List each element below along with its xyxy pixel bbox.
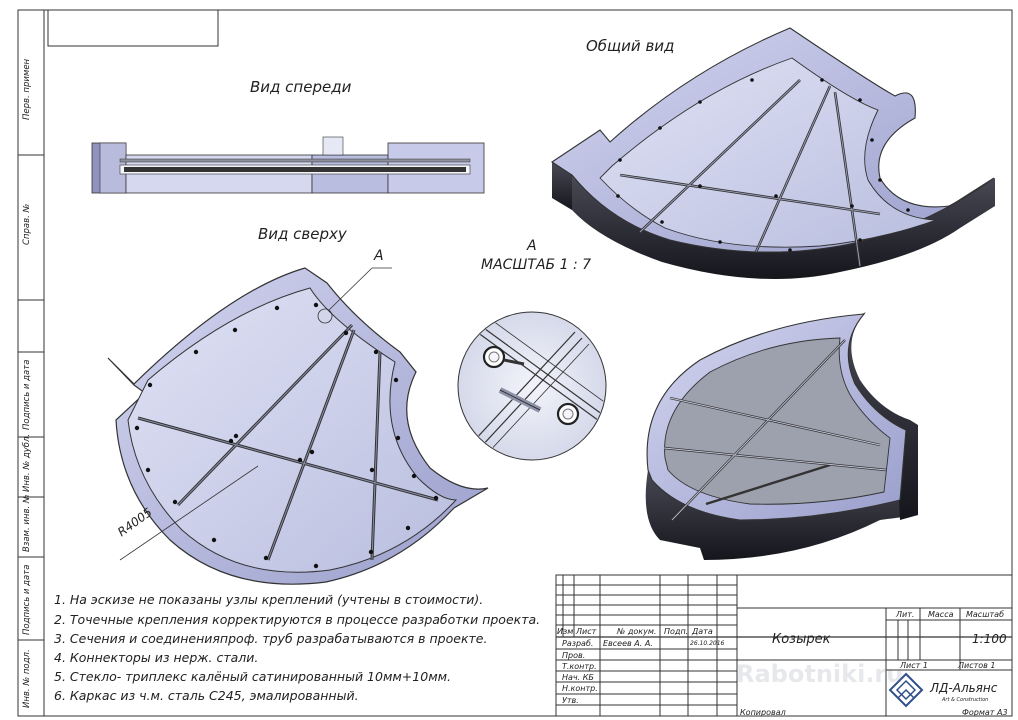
tb-razrab-date: 26.10.2016 bbox=[690, 640, 725, 647]
tb-row-nach: Нач. КБ bbox=[562, 673, 594, 682]
note-1: 1. На эскизе не показаны узлы креплений … bbox=[54, 592, 484, 607]
front-view-title: Вид спереди bbox=[250, 78, 352, 96]
tb-row-utv: Утв. bbox=[562, 696, 579, 705]
tb-header-izm: Изм bbox=[557, 627, 574, 636]
detail-title: A bbox=[527, 238, 537, 254]
tb-row-razrab: Разраб. bbox=[562, 639, 594, 648]
side-label-podp-data-1: Подпись и дата bbox=[22, 359, 32, 430]
side-label-sprav-no: Справ. № bbox=[22, 203, 32, 245]
tb-header-list: Лист bbox=[576, 627, 597, 636]
tb-header-data: Дата bbox=[692, 627, 713, 636]
tb-sheets: Листов 1 bbox=[958, 661, 996, 670]
side-label-vzam-inv: Взам. инв. № bbox=[22, 494, 32, 552]
top-view bbox=[107, 267, 489, 585]
detail-marker-letter: A bbox=[374, 248, 384, 264]
side-strip-dividers bbox=[18, 154, 44, 641]
side-label-podp-data-2: Подпись и дата bbox=[22, 564, 32, 635]
outer-frame bbox=[17, 9, 1013, 717]
side-label-inv-podl: Инв. № подл. bbox=[22, 649, 32, 708]
tb-lit: Лит. bbox=[896, 610, 915, 619]
company-logo bbox=[888, 672, 924, 708]
detail-a-view bbox=[457, 311, 607, 461]
top-stamp-box bbox=[47, 10, 219, 47]
tb-company-sub: Art & Construction bbox=[942, 697, 989, 703]
tb-kopiroval: Копировал bbox=[740, 708, 786, 717]
tb-header-podp: Подп. bbox=[664, 627, 689, 636]
title-block-grid bbox=[555, 574, 1013, 717]
tb-company: ЛД-Альянс bbox=[930, 681, 998, 695]
tb-scale-value: 1:100 bbox=[972, 632, 1007, 646]
tb-masshtab: Масштаб bbox=[966, 610, 1005, 619]
tb-row-tkontr: Т.контр. bbox=[562, 662, 597, 671]
tb-massa: Масса bbox=[928, 610, 954, 619]
note-4: 4. Коннекторы из нерж. стали. bbox=[54, 650, 259, 665]
watermark: Rabotniki.ru bbox=[736, 660, 904, 688]
front-view bbox=[91, 136, 485, 194]
side-label-inv-dubl: Инв. № дубл. bbox=[22, 433, 32, 492]
tb-format: Формат А3 bbox=[962, 708, 1008, 717]
tb-row-nkontr: Н.контр. bbox=[562, 684, 598, 693]
tb-sheet: Лист 1 bbox=[900, 661, 928, 670]
general-view-bottom bbox=[645, 312, 918, 560]
top-view-title: Вид сверху bbox=[258, 225, 347, 243]
tb-razrab-name: Евсеев А. А. bbox=[603, 639, 653, 648]
note-2: 2. Точечные крепления корректируются в п… bbox=[54, 612, 541, 627]
tb-product-name: Козырек bbox=[772, 632, 831, 647]
note-3: 3. Сечения и соединенияпроф. труб разраб… bbox=[54, 631, 488, 646]
tb-header-docum: № докум. bbox=[617, 627, 657, 636]
note-6: 6. Каркас из ч.м. сталь С245, эмалирован… bbox=[54, 688, 359, 703]
tb-row-prov: Пров. bbox=[562, 651, 586, 660]
general-view-title: Общий вид bbox=[586, 37, 675, 55]
detail-scale: МАСШТАБ 1 : 7 bbox=[481, 257, 592, 273]
note-5: 5. Стекло- триплекс калёный сатинированн… bbox=[54, 669, 452, 684]
side-label-perv-primen: Перв. примен bbox=[22, 58, 32, 120]
general-view-top bbox=[550, 27, 995, 280]
